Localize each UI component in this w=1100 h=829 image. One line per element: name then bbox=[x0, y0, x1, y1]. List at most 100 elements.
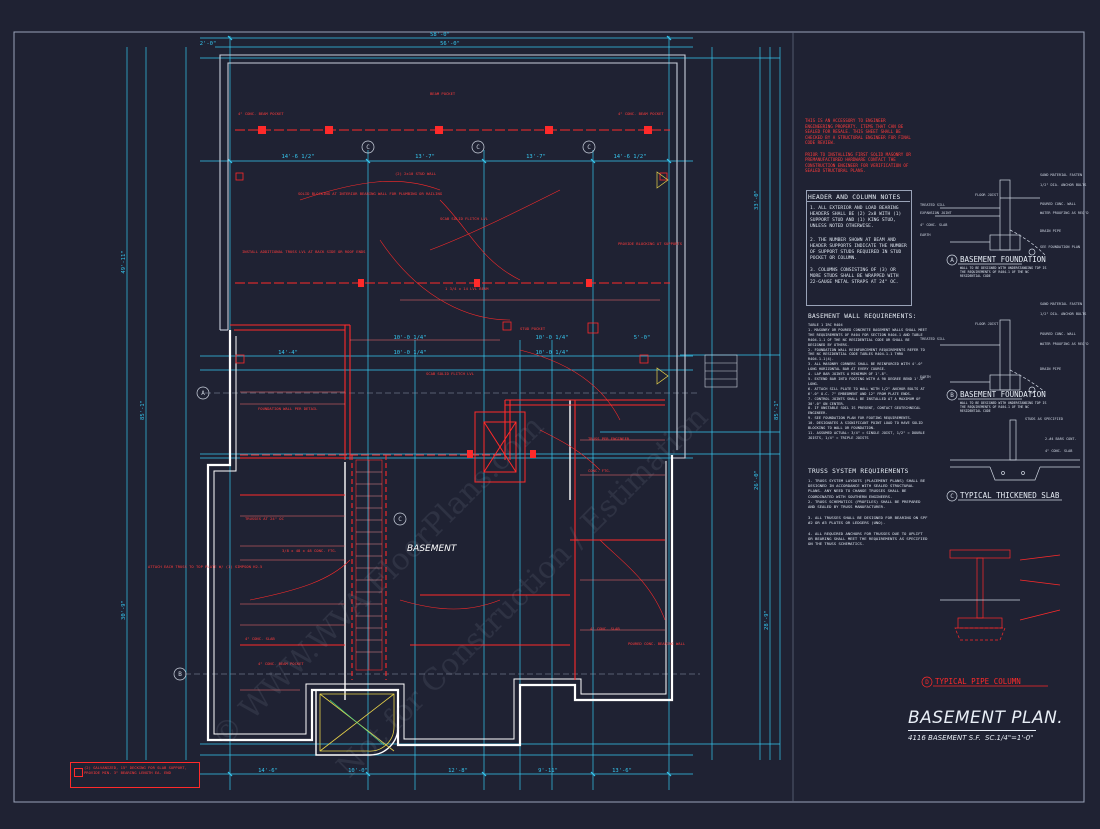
bay-window bbox=[315, 689, 399, 756]
detail-a-title: BASEMENT FOUNDATION bbox=[960, 255, 1046, 264]
svg-text:14'-4": 14'-4" bbox=[278, 350, 298, 356]
engineering-disclaimer: THIS IS AN ACCESSORY TO ENGINEER ENGINEE… bbox=[805, 118, 911, 174]
svg-text:9'-11": 9'-11" bbox=[538, 768, 558, 774]
svg-text:EARTH: EARTH bbox=[920, 375, 931, 379]
dimension-ticks bbox=[227, 35, 672, 777]
svg-text:49'-11": 49'-11" bbox=[121, 250, 127, 273]
svg-text:1/2" DIA. ANCHOR BOLTS: 1/2" DIA. ANCHOR BOLTS bbox=[1040, 183, 1086, 187]
svg-text:13'-7": 13'-7" bbox=[526, 154, 546, 160]
detail-a-letter: A bbox=[950, 257, 954, 264]
joist-lines bbox=[240, 299, 665, 691]
callout: 4" CONC. SLAB bbox=[245, 636, 275, 641]
callout: FOUNDATION WALL PER DETAIL bbox=[258, 406, 318, 411]
callout: TRUSS PER ENGINEER bbox=[588, 436, 630, 441]
svg-text:DRAIN PIPE: DRAIN PIPE bbox=[1040, 367, 1061, 371]
detail-a-drawing bbox=[935, 179, 1046, 256]
svg-text:2-#4 BARS CONT.: 2-#4 BARS CONT. bbox=[1045, 437, 1077, 441]
svg-text:12'-8": 12'-8" bbox=[448, 768, 468, 774]
dimension-labels-vertical: 49'-11" 30'-9" 85'-1" 33'-0" 26'-0" 28'-… bbox=[121, 190, 780, 630]
detail-c-letter: C bbox=[950, 493, 954, 500]
svg-text:TREATED SILL: TREATED SILL bbox=[920, 203, 945, 207]
detail-b-letter: B bbox=[950, 392, 954, 399]
detail-c-drawing bbox=[950, 419, 1080, 481]
svg-text:WATER PROOFING AS REQ'D: WATER PROOFING AS REQ'D bbox=[1040, 342, 1088, 346]
wall-req-text: TABLE 1 IRC R404 1. MASONRY OR POURED CO… bbox=[808, 323, 927, 440]
exterior-vents bbox=[656, 171, 669, 385]
svg-text:FLOOR JOIST: FLOOR JOIST bbox=[975, 322, 999, 326]
svg-text:TREATED SILL: TREATED SILL bbox=[920, 337, 945, 341]
room-label-basement: BASEMENT bbox=[407, 544, 457, 554]
svg-text:WATER PROOFING AS REQ'D: WATER PROOFING AS REQ'D bbox=[1040, 211, 1088, 215]
svg-text:85'-1": 85'-1" bbox=[774, 400, 780, 420]
svg-text:14'-6 1/2": 14'-6 1/2" bbox=[281, 154, 314, 160]
detail-b-drawing bbox=[940, 319, 1046, 394]
callout: 4" CONC. BEAM POCKET bbox=[618, 111, 664, 116]
grid-lines bbox=[185, 392, 700, 675]
svg-text:10'-0 1/4": 10'-0 1/4" bbox=[393, 335, 426, 341]
header-notes-box bbox=[806, 190, 912, 306]
dimension-labels: 58'-0" 56'-0" 2'-0" 14'-6 1/2" 13'-7" 13… bbox=[200, 32, 651, 774]
truss-req-1: 1. TRUSS SYSTEM LAYOUTS (PLACEMENT PLANS… bbox=[808, 478, 926, 499]
slab-legend-text: (2) GALVANIZED, 15" DECKING FOR SLAB SUP… bbox=[84, 765, 187, 775]
detail-c-title: TYPICAL THICKENED SLAB bbox=[960, 491, 1060, 500]
truss-req-title: TRUSS SYSTEM REQUIREMENTS bbox=[808, 468, 909, 475]
svg-text:STUDS AS SPECIFIED: STUDS AS SPECIFIED bbox=[1025, 417, 1063, 421]
header-note-3: 3. COLUMNS CONSISTING OF (3) OR MORE STU… bbox=[810, 268, 899, 285]
detail-a-note: WALL TO BE DESIGNED WITH UNDERSTANDING T… bbox=[960, 266, 1047, 279]
detail-b-title: BASEMENT FOUNDATION bbox=[960, 390, 1046, 399]
svg-text:1/2" DIA. ANCHOR BOLTS: 1/2" DIA. ANCHOR BOLTS bbox=[1040, 312, 1086, 316]
sheet-border bbox=[13, 31, 1085, 803]
detail-d-title: TYPICAL PIPE COLUMN bbox=[935, 677, 1021, 686]
detail-a-labels: SAND MATERIAL FASTEN 1/2" DIA. ANCHOR BO… bbox=[920, 173, 1088, 249]
callout: POURED CONC. BEARING WALL bbox=[628, 641, 686, 646]
svg-text:10'-0 1/4": 10'-0 1/4" bbox=[393, 350, 426, 356]
svg-text:10'-0 1/4": 10'-0 1/4" bbox=[535, 350, 568, 356]
header-notes-title: HEADER AND COLUMN NOTES bbox=[808, 194, 901, 201]
callout: INSTALL ADDITIONAL TRUSS LVL AT BACK SID… bbox=[242, 249, 366, 254]
detail-bubbles bbox=[921, 254, 958, 688]
svg-text:14'-6 1/2": 14'-6 1/2" bbox=[613, 154, 646, 160]
svg-text:30'-9": 30'-9" bbox=[121, 600, 127, 620]
callout: SCAB SOLID FLITCH LVL bbox=[426, 371, 475, 376]
callout: 3/8 x 48 x 48 CONC. FTG. bbox=[282, 548, 337, 553]
callout: CONC. FTG. bbox=[588, 468, 611, 473]
callout: STUD POCKET bbox=[520, 326, 546, 331]
detail-d-letter: D bbox=[925, 679, 929, 686]
svg-text:POURED CONC. WALL: POURED CONC. WALL bbox=[1040, 202, 1076, 206]
svg-text:28'-9": 28'-9" bbox=[764, 610, 770, 630]
svg-text:33'-0": 33'-0" bbox=[754, 190, 760, 210]
callout: ATTACH EACH TRUSS TO TOP PLATE W/ (1) SI… bbox=[148, 564, 262, 569]
structural-beams bbox=[230, 129, 670, 680]
header-notes-divider bbox=[806, 201, 910, 202]
svg-text:4" CONC. SLAB: 4" CONC. SLAB bbox=[1045, 449, 1072, 453]
sheet-scale: SC.1/4"=1'-0" bbox=[985, 734, 1034, 742]
svg-text:56'-0": 56'-0" bbox=[440, 41, 460, 47]
svg-text:58'-0": 58'-0" bbox=[430, 32, 450, 38]
upper-foundation-walls bbox=[219, 54, 686, 459]
wall-req-title: BASEMENT WALL REQUIREMENTS: bbox=[808, 313, 917, 320]
red-callouts: 4" CONC. BEAM POCKET BEAM POCKET 4" CONC… bbox=[148, 91, 686, 666]
exterior-step bbox=[704, 354, 738, 388]
svg-text:SAND MATERIAL FASTEN: SAND MATERIAL FASTEN bbox=[1040, 302, 1082, 306]
truss-req-2: 2. TRUSS SCHEMATICS (PROFILES) SHALL BE … bbox=[808, 499, 921, 510]
svg-text:C: C bbox=[366, 144, 370, 151]
svg-text:EARTH: EARTH bbox=[920, 233, 931, 237]
svg-text:14'-6": 14'-6" bbox=[258, 768, 278, 774]
callout: 4" CONC. BEAM POCKET bbox=[238, 111, 284, 116]
svg-text:EXPANSION JOINT: EXPANSION JOINT bbox=[920, 211, 953, 215]
svg-text:10'-0 1/4": 10'-0 1/4" bbox=[535, 335, 568, 341]
svg-text:SAND MATERIAL FASTEN: SAND MATERIAL FASTEN bbox=[1040, 173, 1082, 177]
svg-text:13'-7": 13'-7" bbox=[415, 154, 435, 160]
callout: SOLID BLOCKING AT INTERIOR BEARING WALL … bbox=[298, 191, 443, 196]
grid-bubbles bbox=[173, 140, 596, 681]
beam-pockets bbox=[258, 126, 652, 458]
slab-legend-symbol bbox=[74, 768, 83, 777]
sheet-title-underline bbox=[908, 730, 1036, 731]
callout: BEAM POCKET bbox=[430, 91, 456, 96]
truss-req-4: 4. ALL REQUIRED ANCHORS FOR TRUSSES DUE … bbox=[808, 531, 928, 547]
chimney-mass bbox=[474, 411, 526, 483]
header-note-2: 2. THE NUMBER SHOWN AT BEAM AND HEADER S… bbox=[810, 238, 907, 261]
